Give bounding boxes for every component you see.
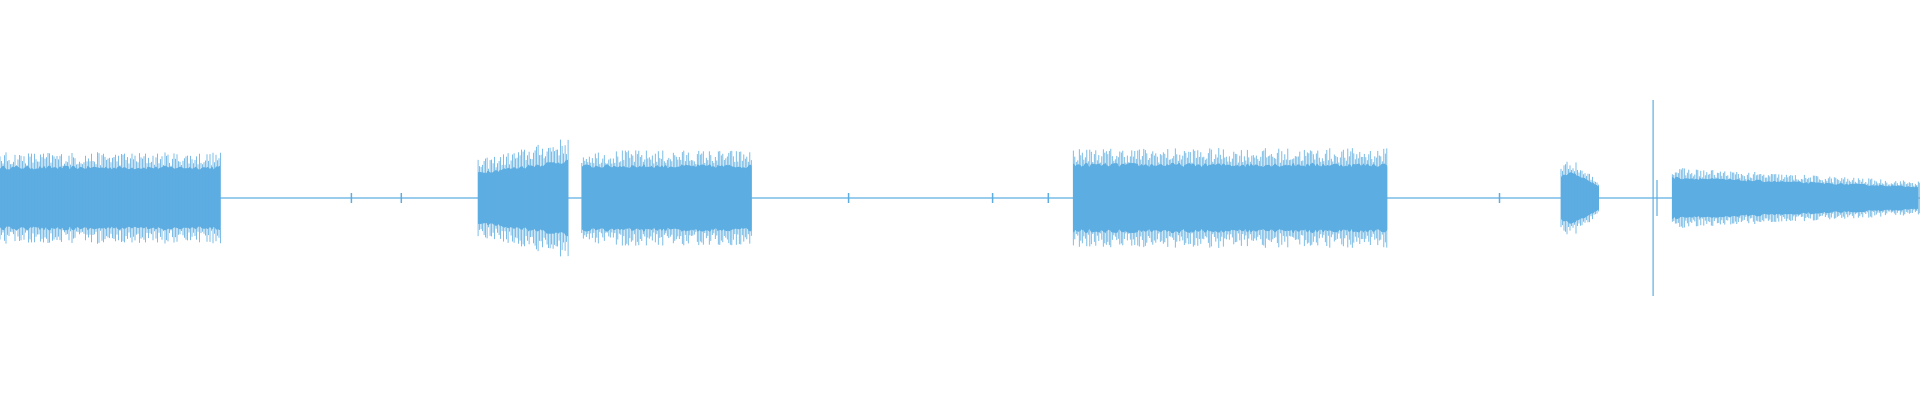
waveform-segment [1072, 148, 1388, 248]
waveform-segment [581, 150, 752, 246]
waveform-track [0, 100, 1920, 296]
waveform-segment [477, 139, 569, 257]
waveform-segment [0, 152, 221, 244]
waveform-segment [1560, 161, 1599, 235]
waveform-segment [1671, 168, 1920, 228]
